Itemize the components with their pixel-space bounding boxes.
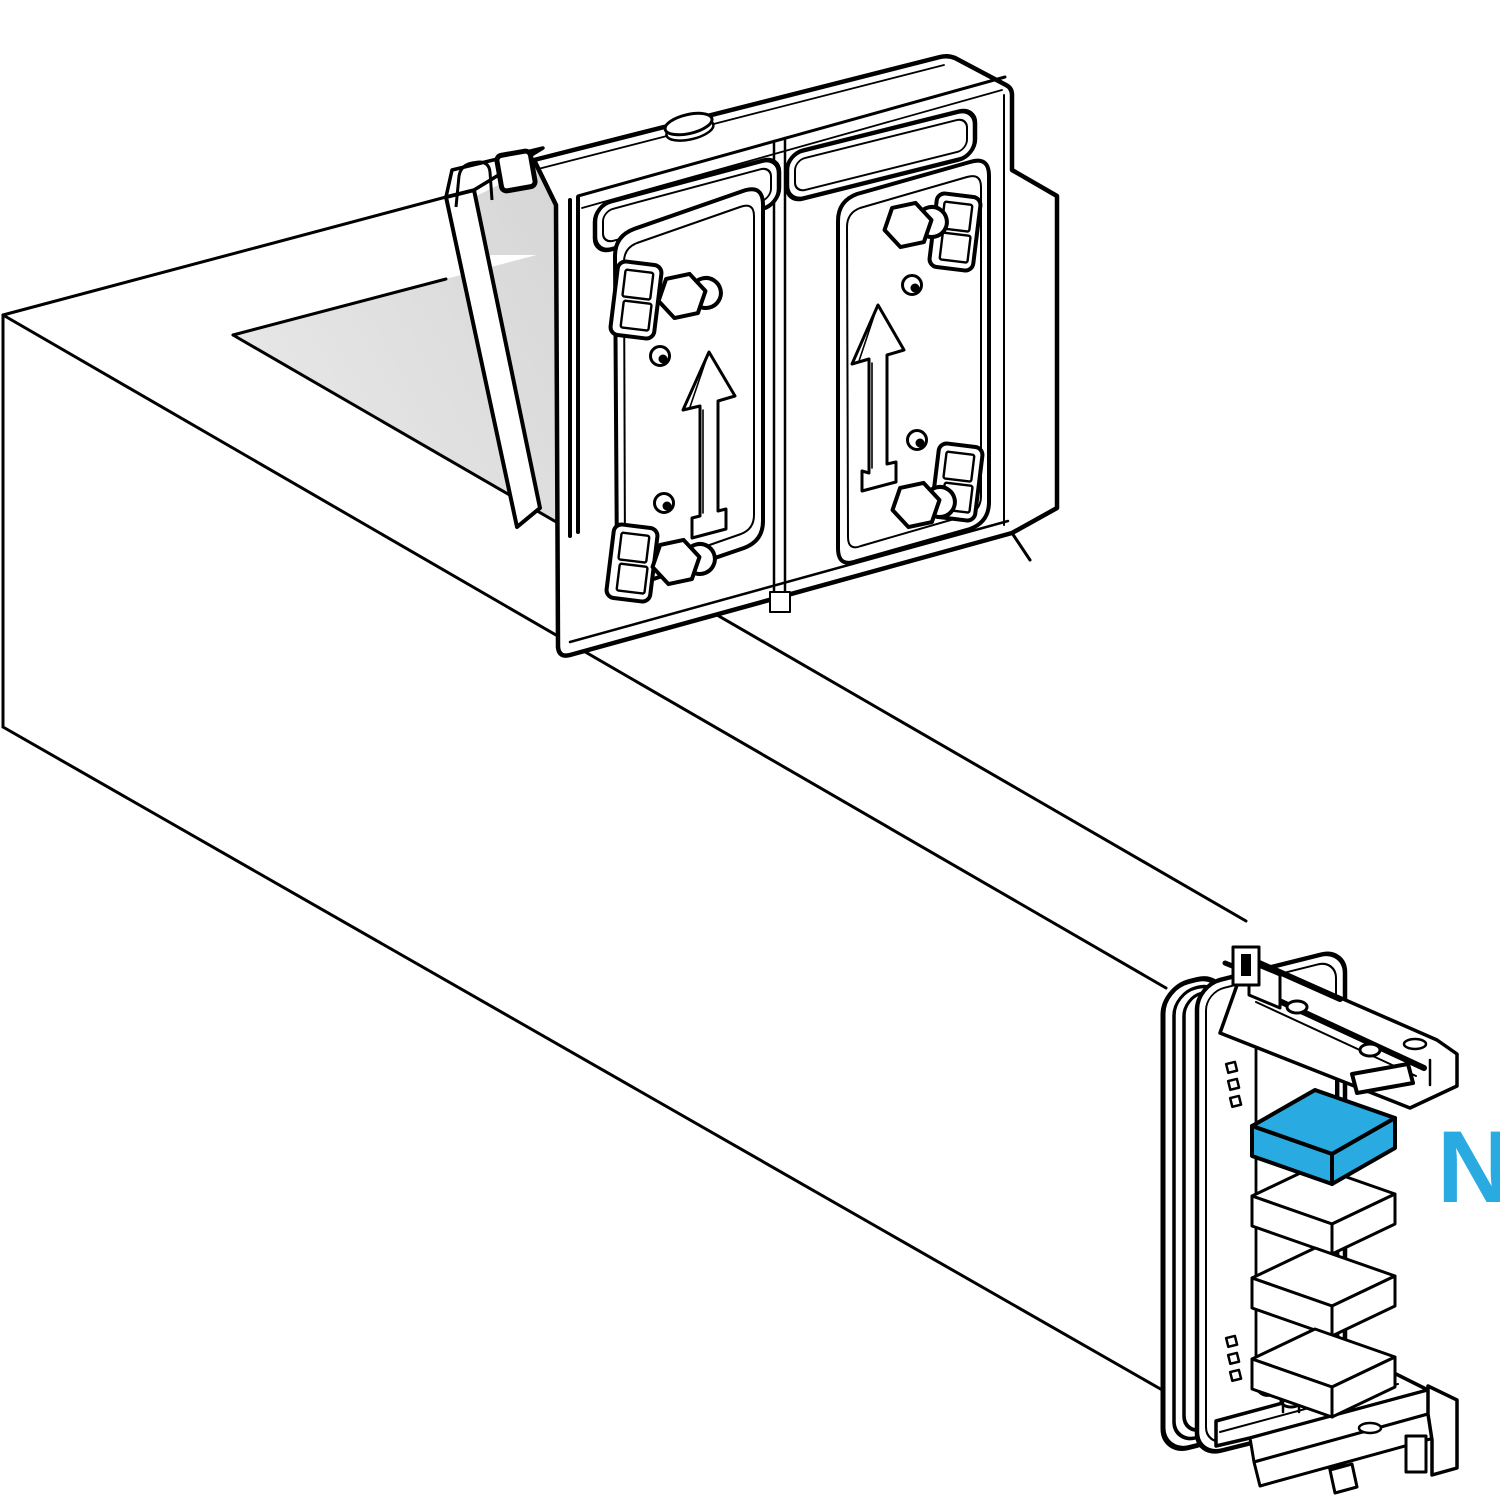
svg-text:N: N bbox=[1437, 1110, 1500, 1224]
